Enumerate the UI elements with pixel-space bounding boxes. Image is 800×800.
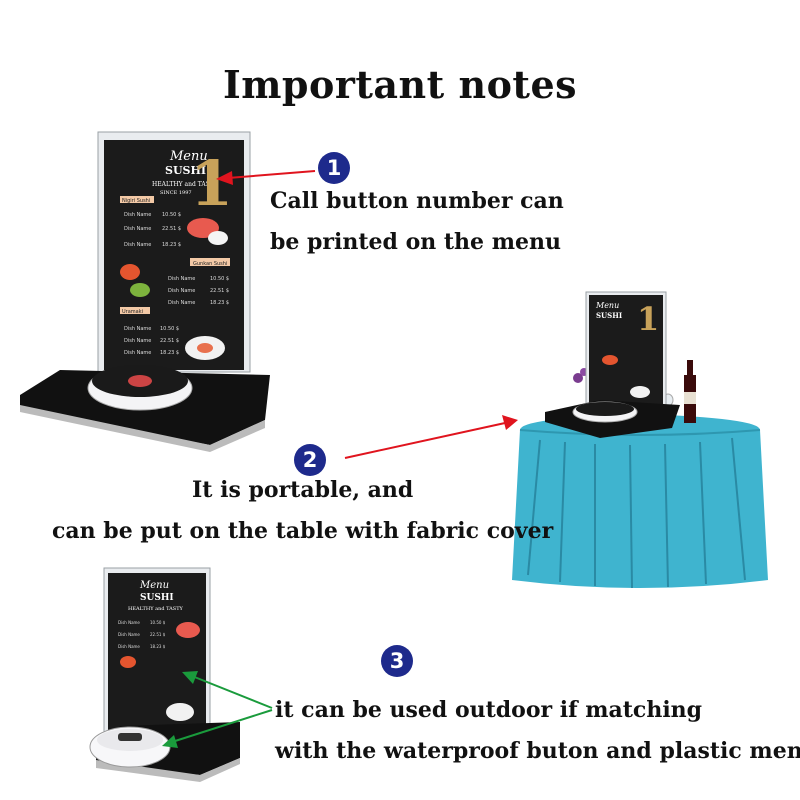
dish-name: Dish Name	[118, 620, 140, 625]
dish-name: Dish Name	[124, 242, 151, 248]
menu-name-text: SUSHI	[140, 593, 174, 603]
sushi-illustration	[120, 218, 228, 360]
dish-name: Dish Name	[124, 350, 151, 356]
dish-price: 10.50 $	[210, 276, 229, 282]
table-number-text: 1	[190, 147, 233, 220]
note-3-line-1: it can be used outdoor if matching	[275, 697, 703, 723]
dish-price: 10.50 $	[160, 326, 179, 332]
table-number-text: 1	[637, 300, 659, 338]
menu-name-text: SUSHI	[165, 164, 206, 177]
dish-price: 22.51 $	[210, 288, 229, 294]
menu-since-text: SINCE 1997	[160, 190, 192, 196]
dish-price: 10.50 $	[162, 212, 181, 218]
dish-name: Dish Name	[118, 632, 140, 637]
dish-price: 22.51 $	[150, 632, 166, 637]
dish-name: Dish Name	[168, 276, 195, 282]
dish-price: 18.23 $	[162, 242, 181, 248]
note-3-line-2: with the waterproof buton and plastic me…	[275, 738, 800, 764]
note-1-line-2: be printed on the menu	[270, 229, 561, 255]
note-1-line-1: Call button number can	[270, 188, 564, 214]
note-2-line-2: can be put on the table with fabric cove…	[52, 518, 554, 544]
dish-price: 22.51 $	[162, 226, 181, 232]
menu-name-text: SUSHI	[596, 311, 622, 320]
dish-price: 18.23 $	[160, 350, 179, 356]
note-number-badge-2: 2	[294, 444, 326, 476]
menu-script-text: Menu	[169, 149, 208, 164]
dish-name: Dish Name	[124, 338, 151, 344]
dish-name: Dish Name	[124, 326, 151, 332]
note-number-badge-1: 1	[318, 152, 350, 184]
dish-name: Dish Name	[118, 644, 140, 649]
page-title: Important notes	[222, 62, 578, 107]
menu-tagline-text: HEALTHY and TASTY	[128, 606, 184, 612]
menu-tagline-text: HEALTHY and TASTY	[152, 181, 219, 188]
note-number-badge-3: 3	[381, 645, 413, 677]
menu-script-text: Menu	[139, 580, 169, 591]
section-label-3: Uramaki	[122, 309, 143, 315]
menu-script-text: Menu	[595, 301, 619, 310]
dish-name: Dish Name	[168, 300, 195, 306]
note-2-line-1: It is portable, and	[192, 477, 414, 503]
dish-price: 18.23 $	[150, 644, 166, 649]
dish-name: Dish Name	[124, 212, 151, 218]
dish-price: 18.23 $	[210, 300, 229, 306]
section-label-2: Gunkan Sushi	[193, 261, 227, 267]
dish-name: Dish Name	[124, 226, 151, 232]
dish-price: 22.51 $	[160, 338, 179, 344]
section-label-1: Nigiri Sushi	[122, 198, 150, 204]
dish-name: Dish Name	[168, 288, 195, 294]
dish-price: 10.50 $	[150, 620, 166, 625]
